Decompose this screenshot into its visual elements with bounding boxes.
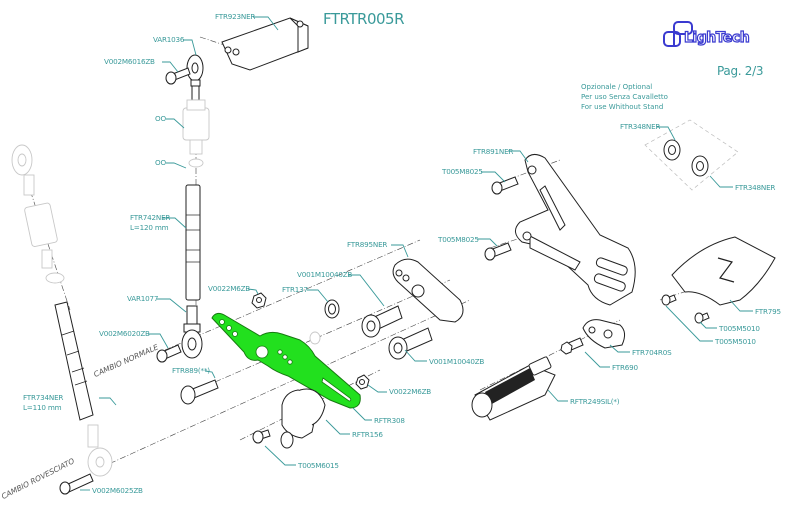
leader-lines [80,16,753,491]
optional-note-line3: For use Whithout Stand [581,103,664,111]
part-var1036 [165,54,204,101]
label-v002m6025zb: V002M6025ZB [92,486,143,495]
label-oo-2: OO [155,158,166,167]
label-rftr156: RFTR156 [352,430,383,439]
label-ftr891ner: FTR891NER [473,147,514,156]
page-number: Pag. 2/3 [717,64,764,78]
label-oo-1: OO [155,114,166,123]
label-t005m8025-upper: T005M8025 [442,167,483,176]
part-ftr895ner [361,258,464,360]
label-ftr137: FTR137 [282,285,308,294]
part-rftr308-highlighted [211,312,361,409]
part-ftr923ner [221,17,309,71]
optional-note-line2: Per uso Senza Cavalletto [581,93,668,101]
label-t005m6015: T005M6015 [298,461,339,470]
part-var1077 [181,305,203,359]
part-washers-nuts [309,299,370,390]
lightech-logo-icon [663,21,693,47]
part-left-ghost-linkage [11,144,65,284]
label-ftr795: FTR795 [755,307,781,316]
label-ftr734ner: FTR734NER [23,393,64,402]
part-oo-ghosts [182,99,210,168]
label-ftr734ner-length: L=110 mm [23,403,62,412]
label-ftr690: FTR690 [612,363,638,372]
label-rftr249sil: RFTR249SIL(*) [570,397,620,406]
label-ftr742ner: FTR742NER [130,213,171,222]
part-ftr734ner [54,301,113,477]
part-ftr891ner [484,154,636,306]
label-ftr348ner-lower: FTR348NER [735,183,776,192]
optional-note-line1: Opzionale / Optional [581,83,653,91]
part-ftr795 [661,236,776,324]
label-ftr923ner: FTR923NER [215,12,256,21]
label-var1036: VAR1036 [153,35,185,44]
label-v001m10040zb-lower: V001M10040ZB [429,357,485,366]
label-ftr895ner: FTR895NER [347,240,388,249]
part-nut-upper [251,292,267,309]
part-rftr249sil [471,356,556,421]
label-ftr889: FTR889(**) [172,366,210,375]
label-v002m6020zb: V002M6020ZB [99,329,150,338]
part-ftr690 [560,337,584,355]
label-ftr742ner-length: L=120 mm [130,223,169,232]
label-rftr308: RFTR308 [374,416,405,425]
label-v001m10040zb-upper: V001M10040ZB [297,270,353,279]
optional-note: Opzionale / Optional Per uso Senza Caval… [581,82,668,112]
part-ftr348ner [644,119,739,191]
part-bolts-left [59,344,219,495]
part-ftr742ner [185,184,201,301]
part-ftr704r0s [582,319,626,349]
label-v002m6016zb: V002M6016ZB [104,57,155,66]
label-t005m5010-upper: T005M5010 [719,324,760,333]
brand-name: LighTech [683,29,750,46]
label-t005m5010-lower: T005M5010 [715,337,756,346]
drawing-title: FTRTR005R [323,10,405,28]
label-v0022m6zb-lower: V0022M6ZB [389,387,432,396]
label-ftr704r0s: FTR704R0S [632,348,672,357]
label-ftr348ner-upper: FTR348NER [620,122,661,131]
label-t005m8025-lower: T005M8025 [438,235,479,244]
label-var1077: VAR1077 [127,294,159,303]
label-v0022m6zb-upper: V0022M6ZB [208,284,251,293]
part-rftr156 [252,388,326,449]
